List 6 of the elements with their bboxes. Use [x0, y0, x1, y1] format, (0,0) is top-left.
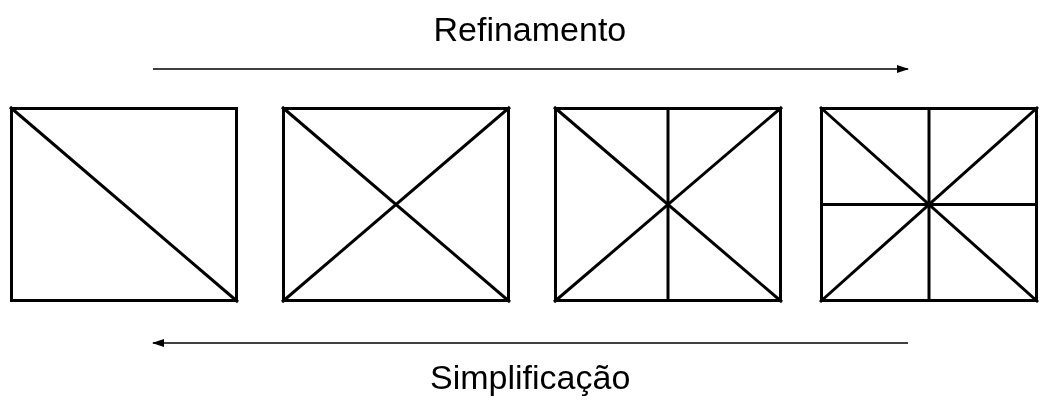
direction-label: Simplificação: [430, 358, 631, 397]
mesh-drawing: [282, 107, 510, 302]
mesh-drawing: [820, 107, 1038, 302]
mesh-drawing: [10, 107, 238, 302]
direction-label: Refinamento: [433, 10, 627, 49]
mesh-drawing: [554, 107, 782, 302]
